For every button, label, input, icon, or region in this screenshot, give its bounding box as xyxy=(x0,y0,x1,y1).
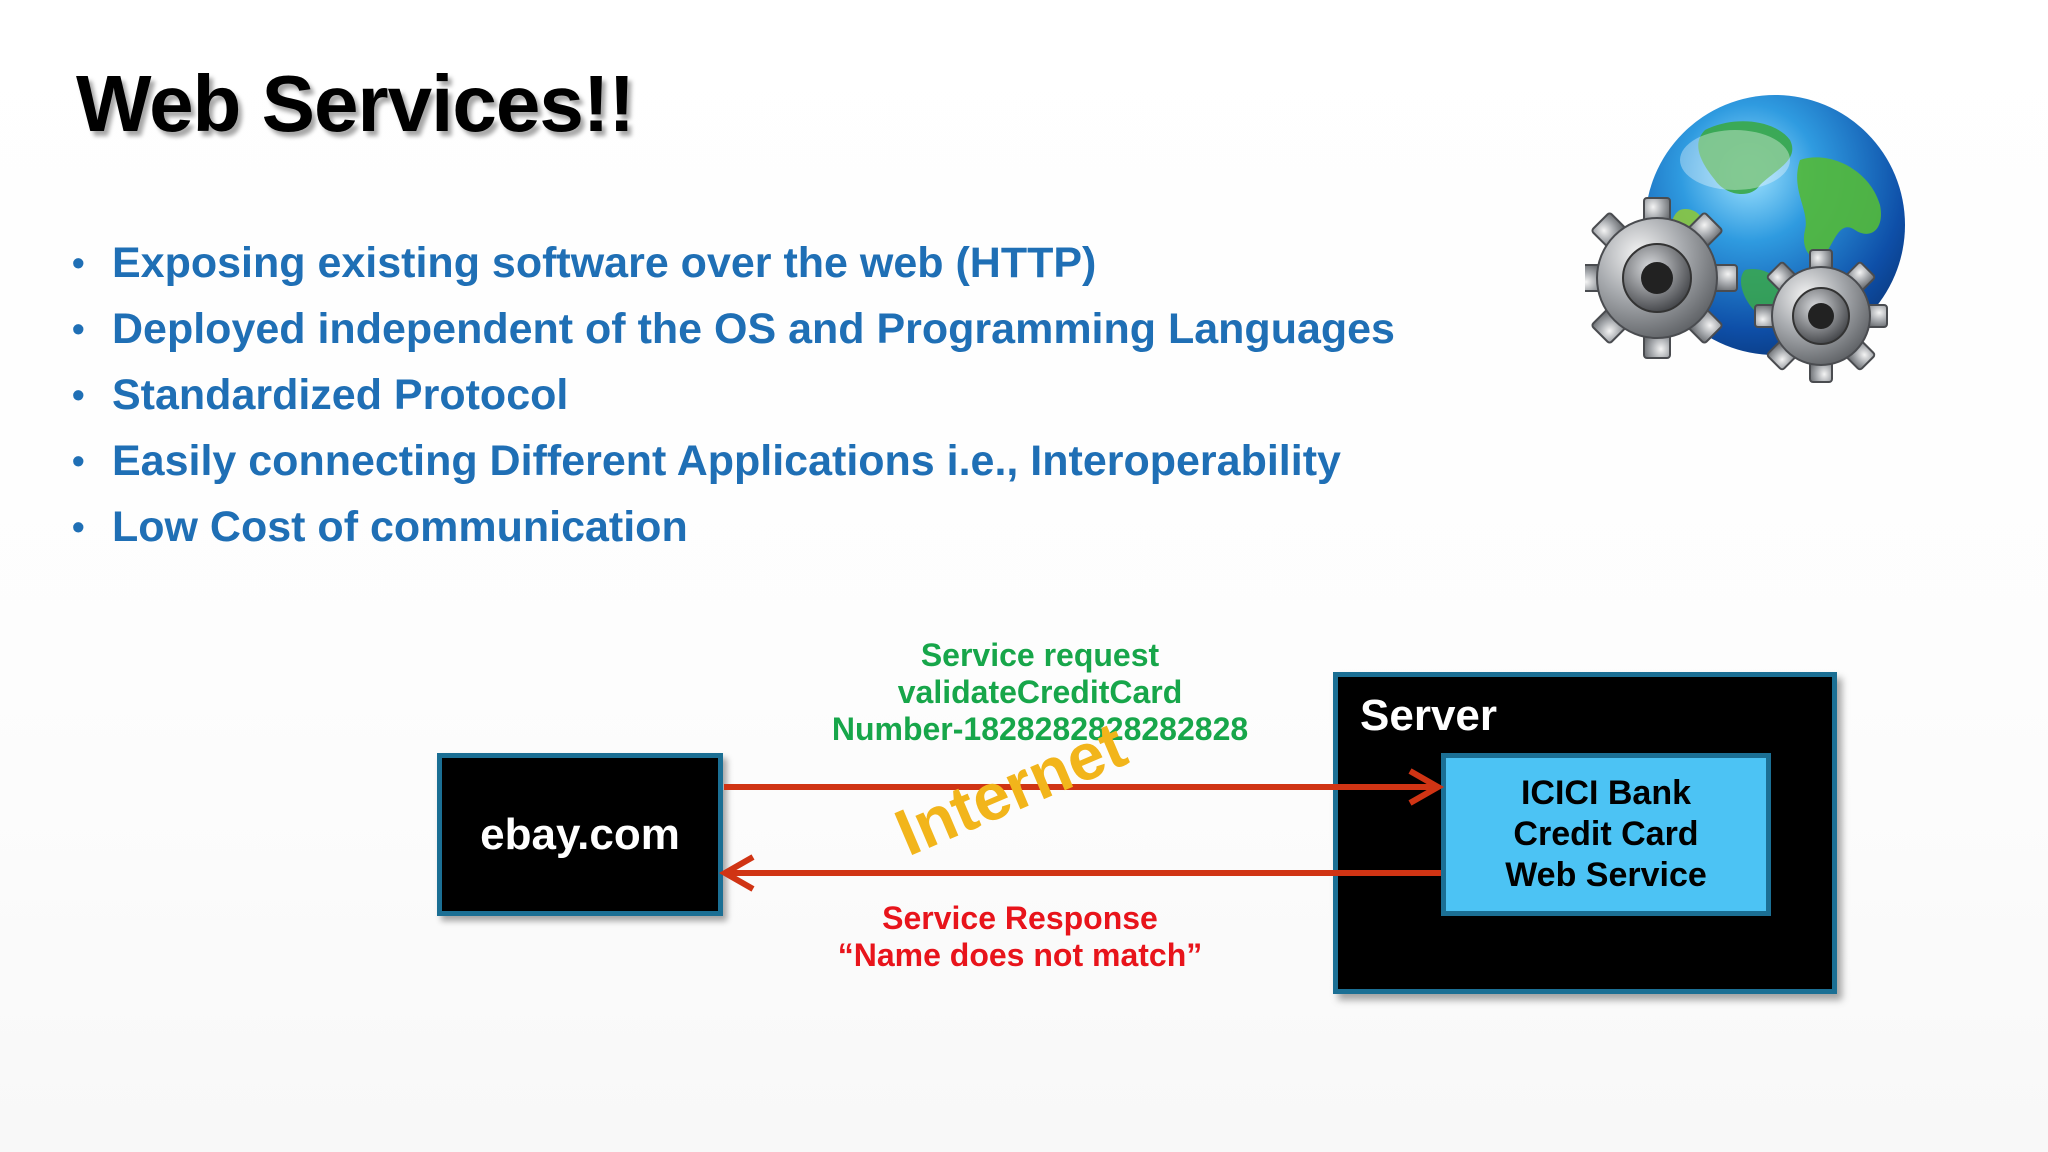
small-gear-icon xyxy=(1754,249,1888,383)
service-label-line: Credit Card xyxy=(1513,815,1699,853)
bullet-item: Standardized Protocol xyxy=(72,362,1395,428)
large-gear-icon xyxy=(1585,197,1738,359)
request-label-line: Number-1828282828282828 xyxy=(831,711,1249,747)
request-label-line: validateCreditCard xyxy=(897,674,1183,710)
bullet-item: Easily connecting Different Applications… xyxy=(72,428,1395,494)
service-response-label: Service Response “Name does not match” xyxy=(770,900,1270,974)
response-arrowhead xyxy=(718,854,755,892)
service-request-label: Service request validateCreditCard Numbe… xyxy=(790,637,1290,748)
slide-title: Web Services!! xyxy=(76,59,635,148)
response-label-line: Service Response xyxy=(882,900,1158,936)
bullet-list: Exposing existing software over the web … xyxy=(72,230,1395,560)
service-label-line: ICICI Bank xyxy=(1520,774,1692,812)
globe-highlight xyxy=(1680,130,1790,190)
globe-continent xyxy=(1797,157,1881,259)
response-label-line: “Name does not match” xyxy=(837,937,1203,973)
bullet-item: Exposing existing software over the web … xyxy=(72,230,1395,296)
globe-with-gears-icon xyxy=(1585,95,1905,383)
request-label-line: Service request xyxy=(920,637,1160,673)
globe-continent xyxy=(1698,121,1793,195)
web-service-box: ICICI Bank Credit Card Web Service xyxy=(1441,753,1771,916)
bullet-item: Low Cost of communication xyxy=(72,494,1395,560)
service-label-line: Web Service xyxy=(1505,856,1707,894)
client-label: ebay.com xyxy=(480,809,680,859)
request-arrowhead xyxy=(1408,768,1445,806)
client-box: ebay.com xyxy=(437,753,723,916)
bullet-item: Deployed independent of the OS and Progr… xyxy=(72,296,1395,362)
server-label: Server xyxy=(1360,691,1498,740)
